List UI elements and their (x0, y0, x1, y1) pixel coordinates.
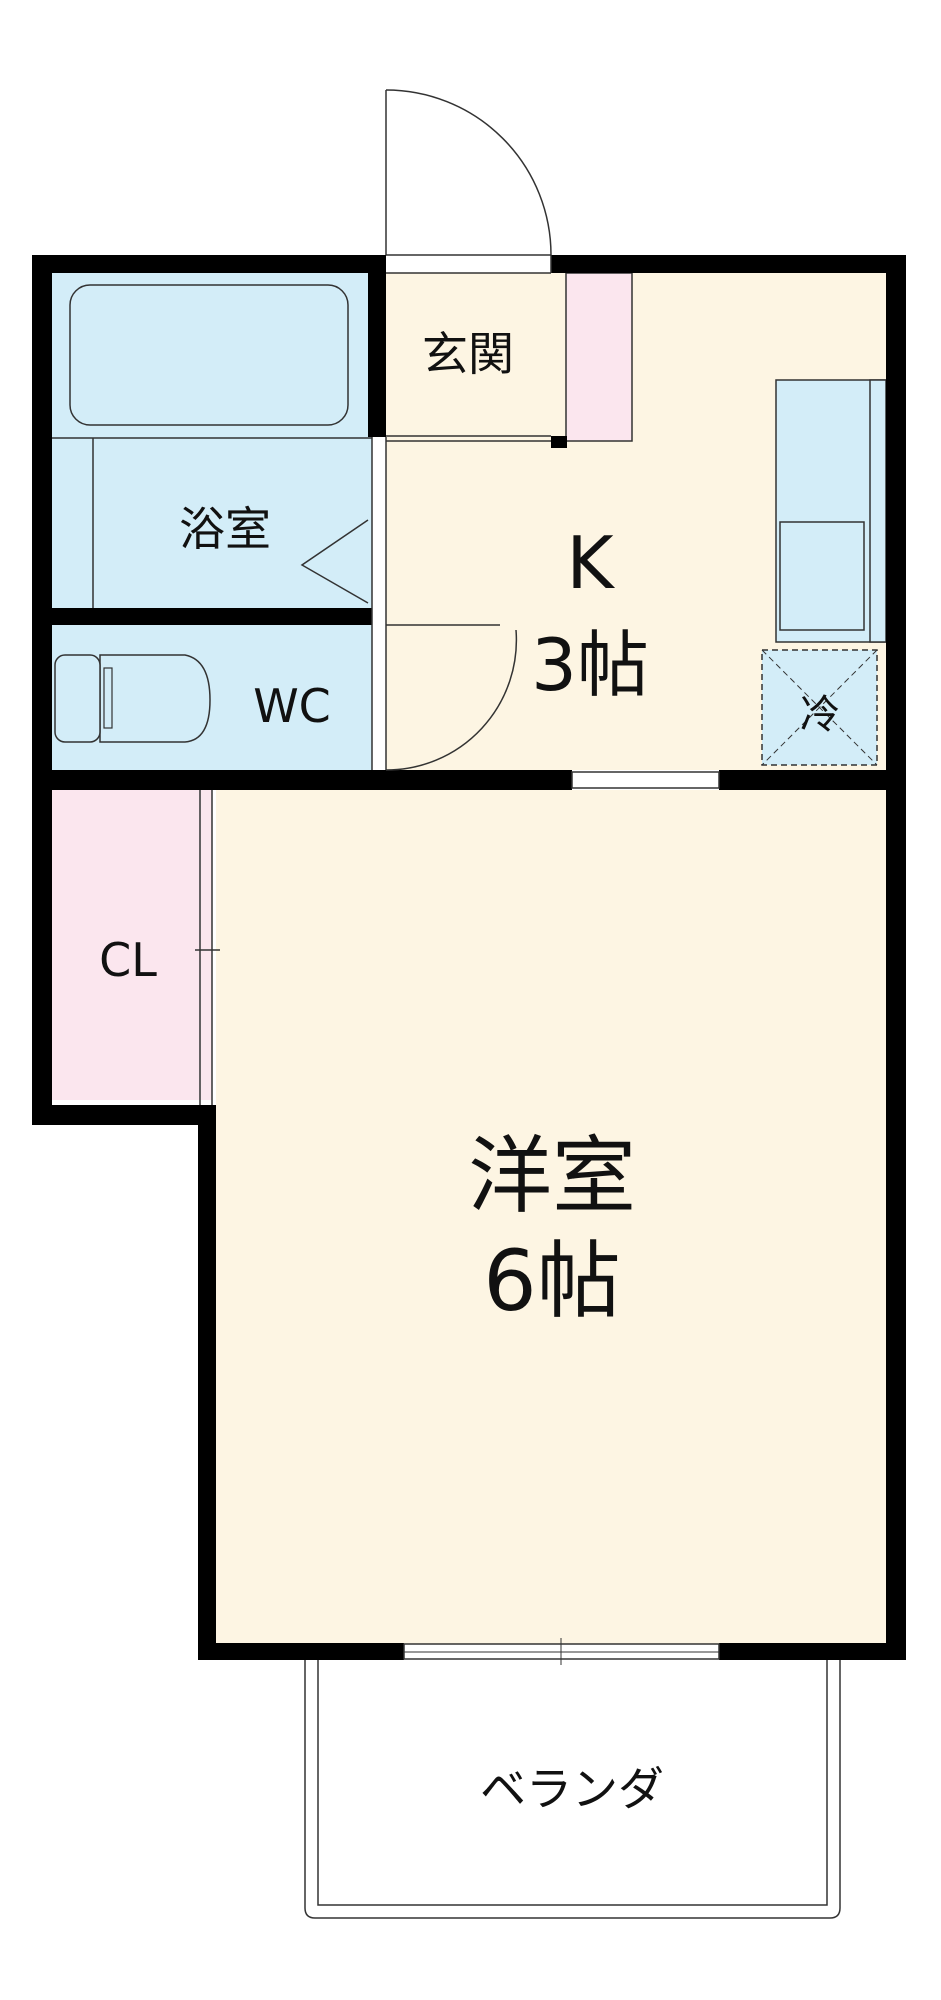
bathtub (52, 284, 372, 608)
shoe-cabinet (565, 272, 633, 442)
western-room-name-label: 洋室 (468, 1127, 636, 1225)
veranda-window (403, 1638, 720, 1665)
walls (32, 255, 906, 1660)
kitchen-size-label: 3帖 (531, 623, 649, 707)
kitchen-window (571, 771, 720, 789)
closet-floor (52, 790, 212, 1100)
partitions (195, 435, 551, 1105)
entrance-door (385, 89, 552, 274)
entrance-label: 玄関 (422, 327, 514, 381)
western-room-floor (216, 790, 886, 1645)
bathroom-label: 浴室 (179, 502, 271, 556)
veranda-label: ベランダ (480, 1762, 664, 1816)
kitchen-name-label: K (566, 521, 615, 605)
veranda-railing (304, 1660, 841, 1919)
fridge-space (761, 649, 878, 766)
kitchen-counter (775, 379, 887, 643)
toilet-fixture (54, 654, 211, 743)
toilet-label: WC (253, 679, 331, 733)
toilet-door (385, 629, 518, 771)
western-room-size-label: 6帖 (483, 1232, 620, 1330)
fridge-label: 冷 (800, 692, 840, 738)
closet-label: CL (99, 933, 157, 987)
